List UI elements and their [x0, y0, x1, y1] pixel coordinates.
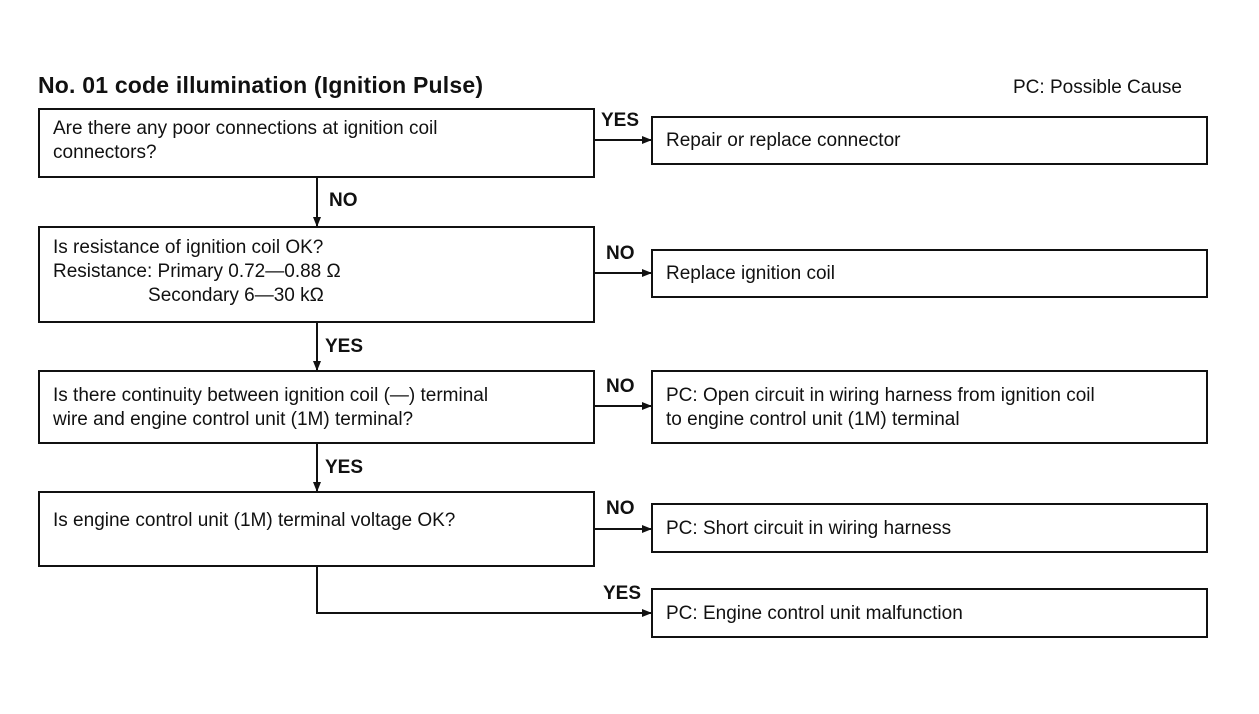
result-box-2: Replace ignition coil — [651, 249, 1208, 298]
final-result-box: PC: Engine control unit malfunction — [651, 588, 1208, 638]
question-text-1: Are there any poor connections at igniti… — [53, 118, 438, 163]
branch-label-3-side: NO — [606, 376, 635, 397]
question-box-4: Is engine control unit (1M) terminal vol… — [38, 491, 595, 567]
result-text-4: PC: Short circuit in wiring harness — [666, 518, 952, 539]
page-title: No. 01 code illumination (Ignition Pulse… — [38, 72, 484, 98]
question-text-4: Is engine control unit (1M) terminal vol… — [53, 510, 456, 531]
question-box-2: Is resistance of ignition coil OK? Resis… — [38, 226, 595, 323]
final-result-text: PC: Engine control unit malfunction — [666, 603, 963, 624]
result-text-1: Repair or replace connector — [666, 130, 901, 151]
branch-label-4-side: NO — [606, 498, 635, 519]
result-box-3: PC: Open circuit in wiring harness from … — [651, 370, 1208, 444]
legend-note: PC: Possible Cause — [1013, 77, 1182, 98]
arrow-step4-to-final — [316, 566, 652, 617]
branch-label-2-down: YES — [325, 336, 364, 357]
branch-label-3-down: YES — [325, 457, 364, 478]
branch-label-1-side: YES — [601, 110, 640, 131]
result-box-4: PC: Short circuit in wiring harness — [651, 503, 1208, 553]
result-text-2: Replace ignition coil — [666, 263, 835, 284]
branch-label-1-down: NO — [329, 190, 358, 211]
question-text-3: Is there continuity between ignition coi… — [53, 385, 489, 430]
branch-label-4-down: YES — [603, 583, 642, 604]
question-box-1: Are there any poor connections at igniti… — [38, 108, 595, 178]
branch-label-2-side: NO — [606, 243, 635, 264]
question-box-3: Is there continuity between ignition coi… — [38, 370, 595, 444]
result-box-1: Repair or replace connector — [651, 116, 1208, 165]
question-text-2: Is resistance of ignition coil OK? Resis… — [53, 237, 341, 306]
result-text-3: PC: Open circuit in wiring harness from … — [666, 385, 1095, 430]
